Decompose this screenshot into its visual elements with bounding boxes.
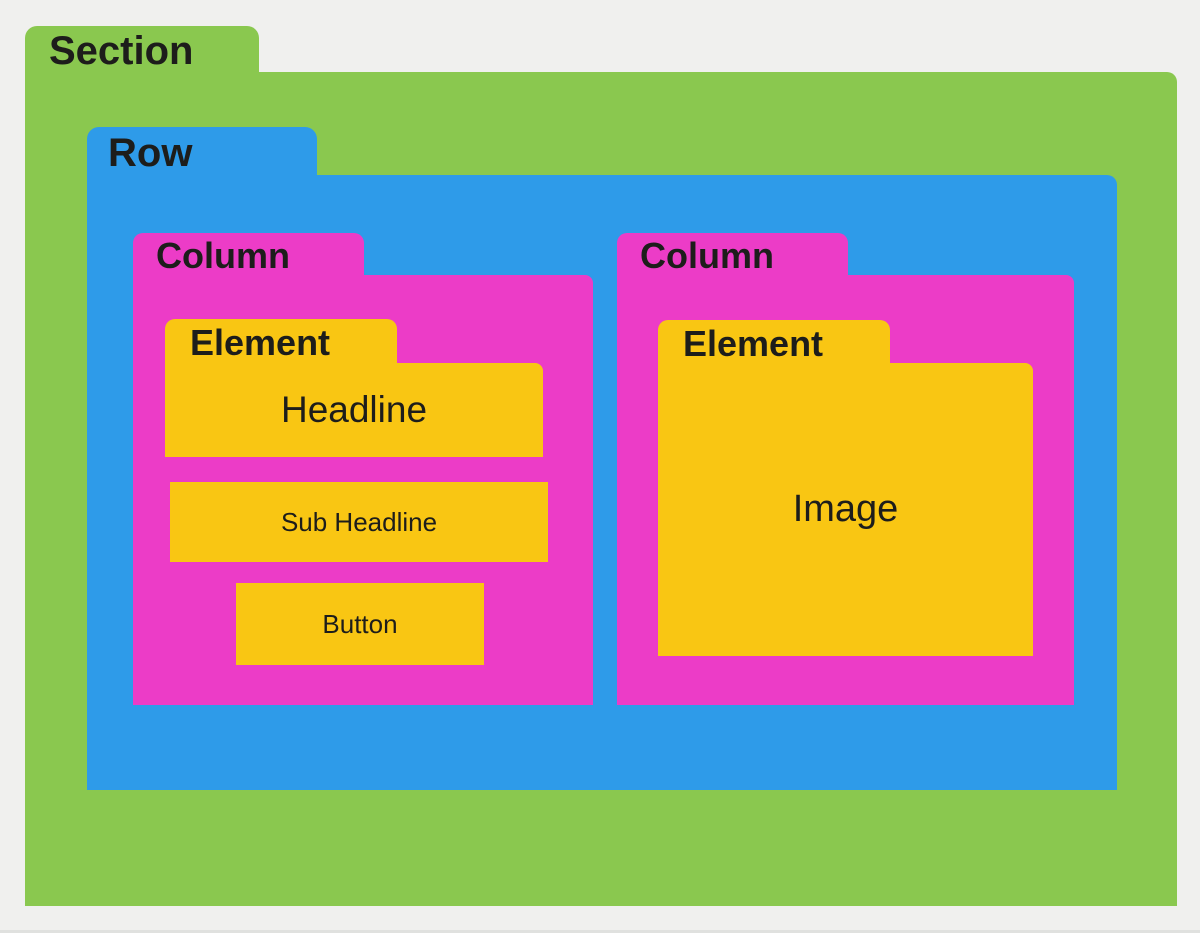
column-label: Column: [640, 234, 774, 276]
section-folder: Section Row Column Element Headline: [25, 26, 1177, 906]
element-tab: Element: [165, 319, 397, 363]
column-tab: Column: [617, 233, 848, 275]
row-label: Row: [108, 130, 193, 175]
column-folder-left: Column Element Headline Sub Headline But…: [133, 233, 593, 705]
element-label: Element: [190, 321, 331, 363]
button-text: Button: [322, 608, 398, 639]
sub-headline-text: Sub Headline: [280, 506, 438, 537]
element-tab: Element: [658, 320, 890, 364]
column-label: Column: [156, 234, 290, 276]
element-body: Image: [658, 363, 1033, 656]
image-text: Image: [792, 488, 899, 530]
row-tab: Row: [87, 127, 317, 175]
element-body: Headline: [165, 363, 543, 457]
element-folder-headline: Element Headline: [165, 319, 543, 457]
section-tab: Section: [25, 26, 259, 72]
section-label: Section: [49, 28, 194, 73]
element-label: Element: [683, 322, 824, 364]
sub-headline-block: Sub Headline: [170, 482, 548, 562]
element-folder-image: Element Image: [658, 320, 1033, 656]
button-block: Button: [236, 583, 484, 665]
headline-text: Headline: [280, 389, 428, 430]
column-tab: Column: [133, 233, 364, 275]
row-folder: Row Column Element Headline: [87, 127, 1117, 790]
column-folder-right: Column Element Image: [617, 233, 1074, 705]
